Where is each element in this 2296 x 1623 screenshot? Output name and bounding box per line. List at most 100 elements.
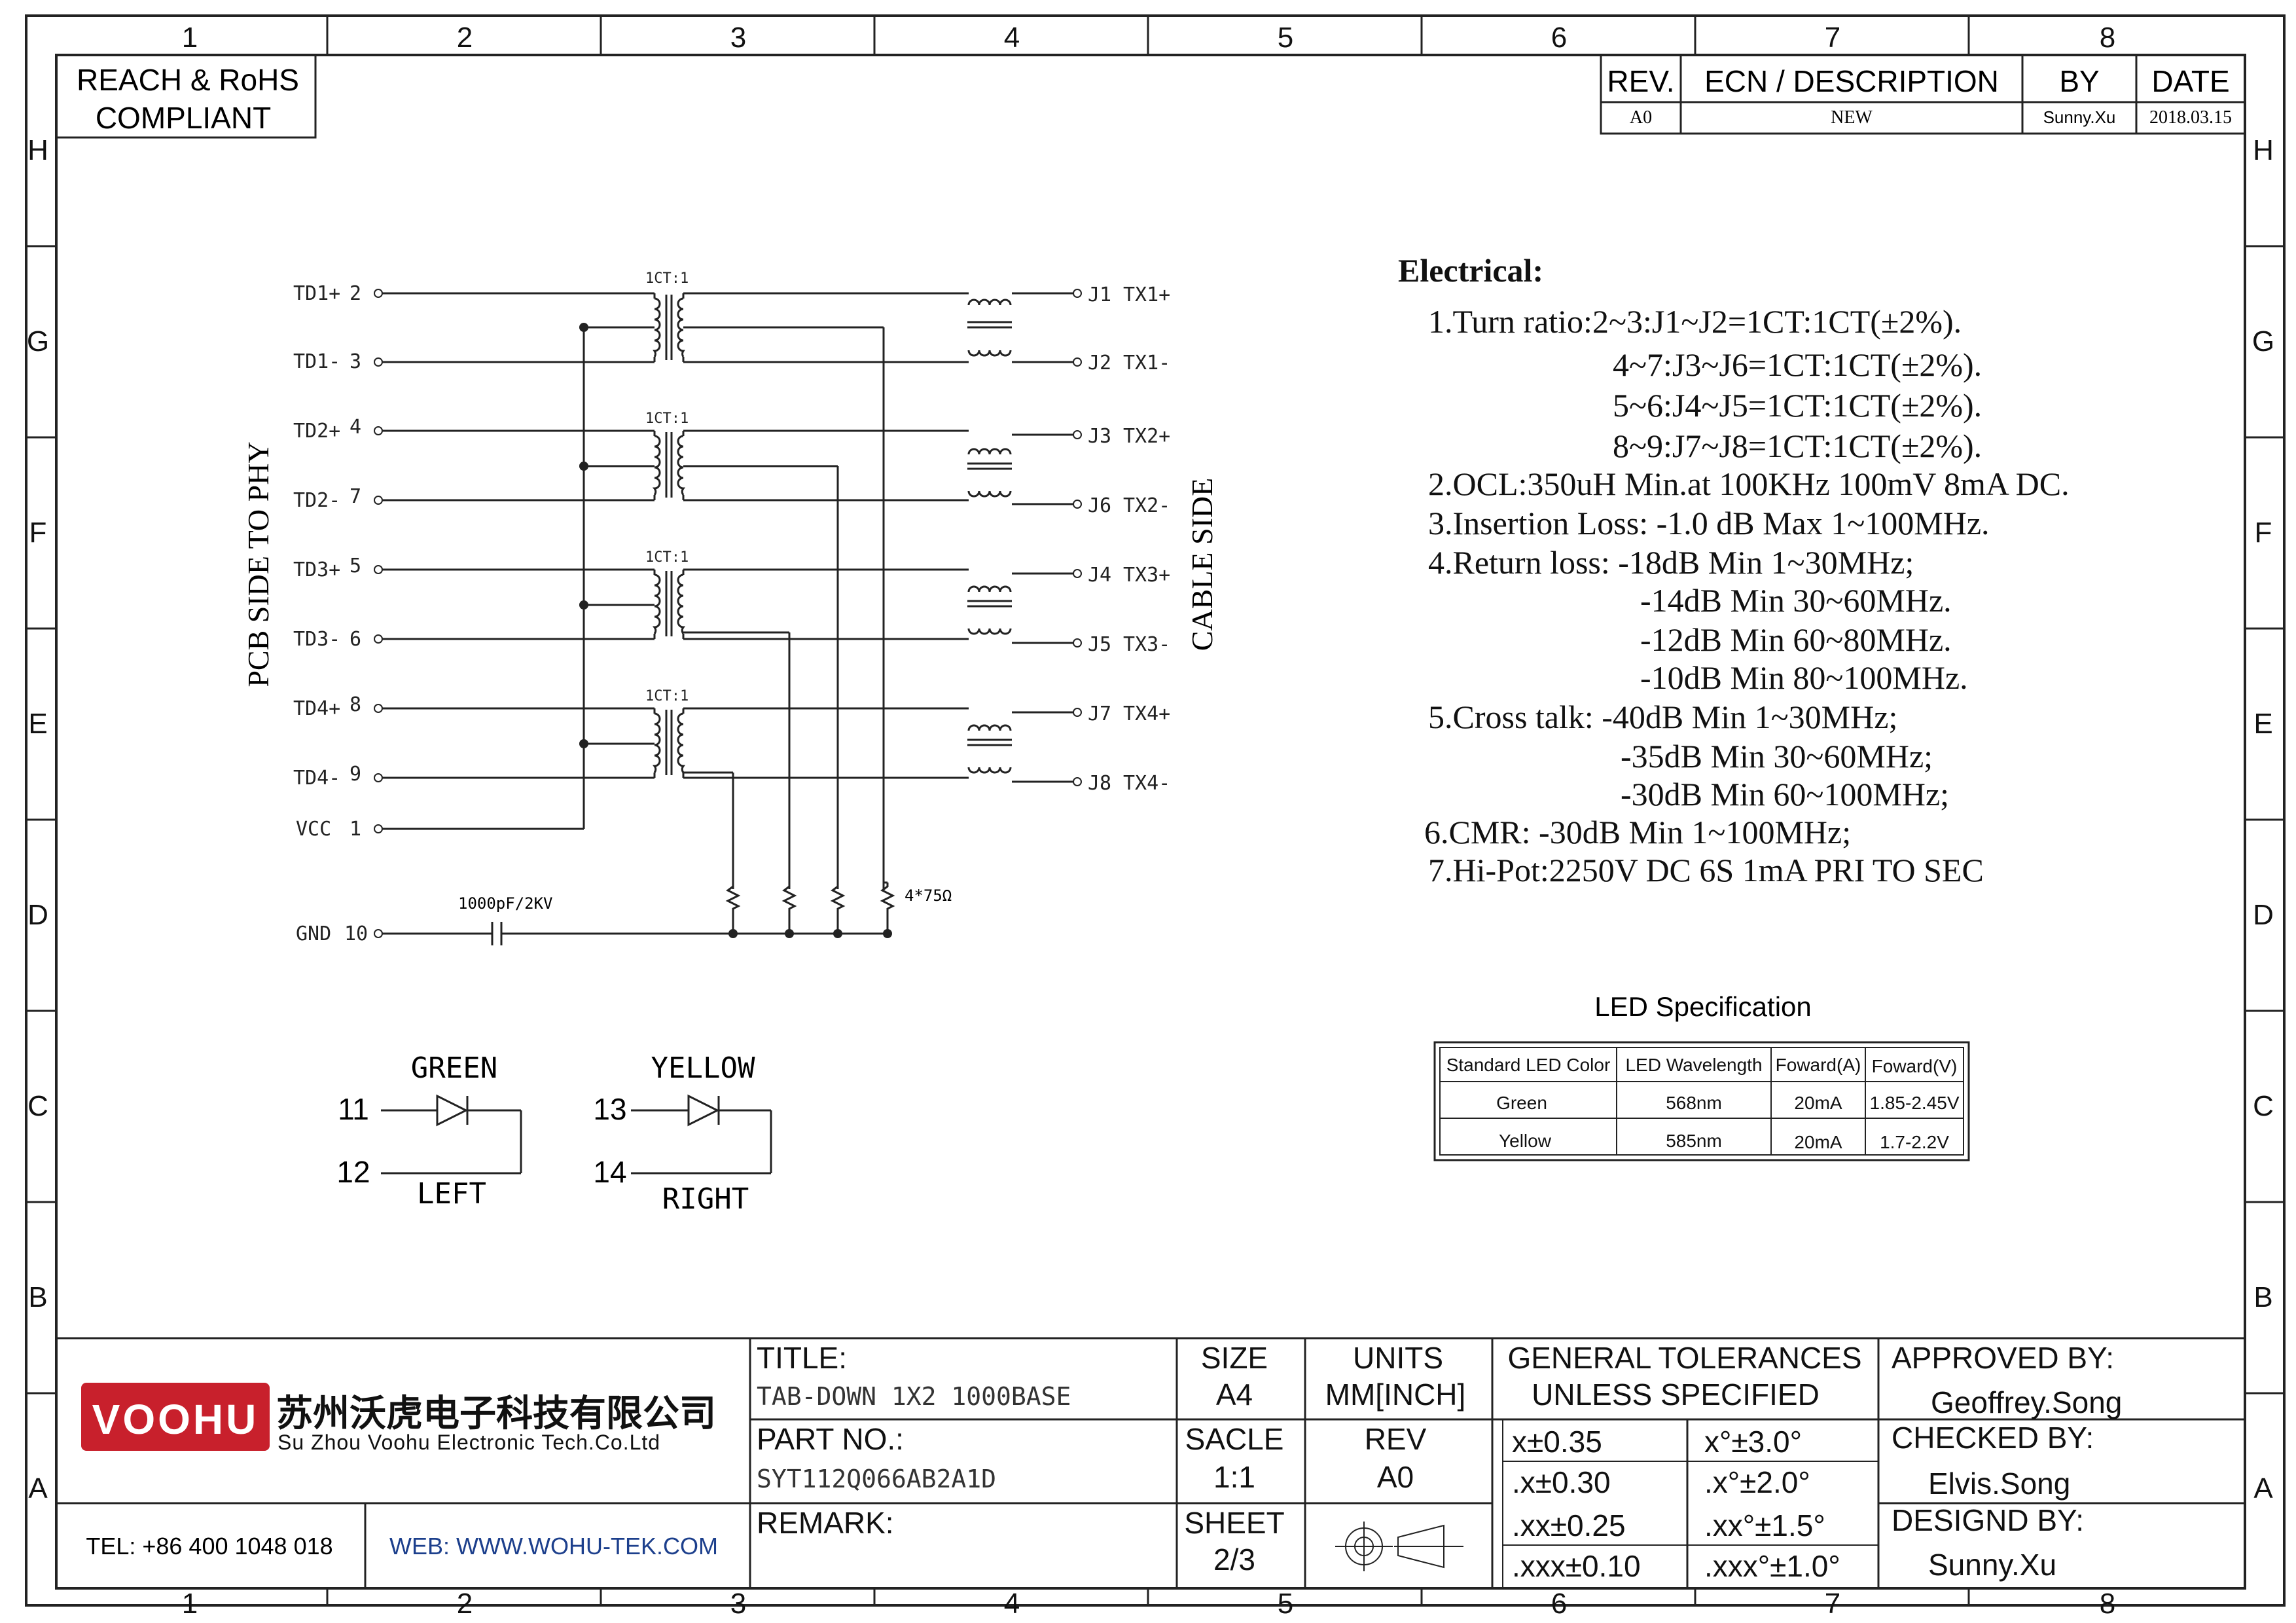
- col-label-bottom: 1: [182, 1588, 198, 1620]
- pin-name-left: TD4+: [293, 697, 340, 720]
- led-spec-cell: Green: [1496, 1093, 1547, 1113]
- spec-line: 7.Hi-Pot:2250V DC 6S 1mA PRI TO SEC: [1428, 852, 1984, 888]
- magnetics-schematic: PCB SIDE TO PHY CABLE SIDE TD1+ 2 TD1- 3…: [242, 270, 1219, 945]
- pin-number-left: 2: [350, 282, 361, 305]
- pin-signal-right: TX2+: [1123, 425, 1170, 448]
- pin-name-left: TD3-: [293, 628, 340, 651]
- transformer-ratio-label: 1CT:1: [645, 549, 689, 566]
- led-color-label: YELLOW: [651, 1051, 755, 1085]
- spec-line: -10dB Min 80~100MHz.: [1640, 659, 1968, 696]
- pin-name-left: TD2+: [293, 420, 340, 443]
- gnd-pin-number: 10: [344, 922, 368, 945]
- spec-line: 4~7:J3~J6=1CT:1CT(±2%).: [1613, 346, 1982, 383]
- pin-name-left: TD4-: [293, 767, 340, 790]
- transformer-ratio-label: 1CT:1: [645, 688, 689, 704]
- capacitor-label: 1000pF/2KV: [458, 894, 553, 913]
- pin-number-left: 7: [350, 485, 361, 508]
- tolerance-linear: .xxx±0.10: [1512, 1549, 1641, 1583]
- pin-signal-right: TX1+: [1123, 283, 1170, 306]
- pin-name-right: J3: [1088, 425, 1111, 448]
- spec-line: 3.Insertion Loss: -1.0 dB Max 1~100MHz.: [1428, 505, 1990, 541]
- sheet-label: SHEET: [1184, 1506, 1284, 1540]
- led-spec-cell: 20mA: [1794, 1093, 1842, 1113]
- row-label-left: E: [28, 708, 47, 740]
- remark-label: REMARK:: [757, 1506, 894, 1540]
- tolerance-subheading: UNLESS SPECIFIED: [1532, 1377, 1820, 1412]
- pin-signal-right: TX1-: [1123, 352, 1170, 374]
- tolerance-linear: x±0.35: [1512, 1425, 1602, 1459]
- col-label-bottom: 7: [1825, 1588, 1840, 1620]
- led-spec-title: LED Specification: [1594, 991, 1812, 1022]
- grid-column-labels: 1 2 3 4 5 6 7 8 1 2 3 4 5 6 7 8: [182, 22, 2115, 1620]
- transformer-ratio-label: 1CT:1: [645, 270, 689, 287]
- title-value: TAB-DOWN 1X2 1000BASE: [757, 1382, 1071, 1411]
- pin-number-left: 6: [350, 628, 361, 651]
- col-label-bottom: 2: [457, 1588, 473, 1620]
- col-label-top: 3: [730, 22, 746, 54]
- pin-signal-right: TX3+: [1123, 564, 1170, 587]
- ecn-value: NEW: [1831, 107, 1873, 128]
- pin-signal-right: TX4-: [1123, 772, 1170, 795]
- row-label-right: C: [2253, 1090, 2274, 1122]
- tolerance-angular: .xx°±1.5°: [1704, 1508, 1825, 1542]
- pin-signal-right: TX3-: [1123, 633, 1170, 656]
- pin-name-right: J7: [1088, 702, 1111, 725]
- pin-number-left: 9: [350, 763, 361, 786]
- part-no-label: PART NO.:: [757, 1422, 904, 1456]
- row-label-right: H: [2253, 134, 2274, 166]
- spec-line: -14dB Min 30~60MHz.: [1640, 582, 1952, 619]
- pin-name-left: TD1+: [293, 282, 340, 305]
- company-name-en: Su Zhou Voohu Electronic Tech.Co.Ltd: [278, 1431, 660, 1454]
- col-label-top: 4: [1004, 22, 1020, 54]
- col-label-top: 6: [1551, 22, 1567, 54]
- led-spec-header: Foward(V): [1872, 1056, 1958, 1076]
- compliance-box: REACH & RoHS COMPLIANT: [55, 54, 317, 139]
- pin-number-left: 1: [350, 818, 361, 841]
- row-label-right: G: [2252, 325, 2274, 357]
- led-spec-cell: Yellow: [1499, 1131, 1552, 1151]
- rev-value: A0: [1377, 1460, 1414, 1494]
- date-value: 2018.03.15: [2149, 107, 2232, 128]
- company-name-cn: 苏州沃虎电子科技有限公司: [276, 1393, 716, 1434]
- row-label-left: H: [27, 134, 48, 166]
- col-label-top: 1: [182, 22, 198, 54]
- tolerance-linear: .xx±0.25: [1512, 1508, 1626, 1542]
- title-label: TITLE:: [757, 1341, 847, 1375]
- led-pin-label: 11: [338, 1092, 369, 1126]
- spec-line: 4.Return loss: -18dB Min 1~30MHz;: [1428, 544, 1914, 581]
- tolerance-heading: GENERAL TOLERANCES: [1507, 1341, 1861, 1375]
- col-label-bottom: 5: [1278, 1588, 1293, 1620]
- row-label-left: F: [29, 517, 47, 549]
- size-value: A4: [1216, 1377, 1253, 1412]
- led-pin-label: 14: [593, 1155, 626, 1189]
- spec-line: 5~6:J4~J5=1CT:1CT(±2%).: [1613, 387, 1982, 424]
- title-block: VOOHU 苏州沃虎电子科技有限公司 Su Zhou Voohu Electro…: [56, 1337, 2245, 1588]
- spec-line: -35dB Min 30~60MHz;: [1621, 738, 1933, 775]
- gnd-pin-name: GND: [296, 922, 331, 945]
- led-spec-cell: 585nm: [1666, 1131, 1722, 1151]
- led-side-label: LEFT: [417, 1177, 486, 1211]
- revision-table: REV. ECN / DESCRIPTION BY DATE A0 NEW Su…: [1600, 54, 2246, 135]
- checked-value: Elvis.Song: [1928, 1467, 2070, 1501]
- led-spec-header: Standard LED Color: [1446, 1055, 1611, 1075]
- company-web: WEB: WWW.WOHU-TEK.COM: [389, 1533, 718, 1559]
- sheet-value: 2/3: [1213, 1542, 1255, 1577]
- tolerance-linear: .x±0.30: [1512, 1465, 1611, 1499]
- led-spec-cell: 1.7-2.2V: [1880, 1132, 1949, 1152]
- led-spec-cell: 1.85-2.45V: [1870, 1093, 1960, 1113]
- led-yellow-right: YELLOW 13 14 RIGHT: [593, 1051, 772, 1216]
- pin-signal-right: TX2-: [1123, 494, 1170, 517]
- row-label-right: D: [2253, 899, 2274, 931]
- transformer-ratio-label: 1CT:1: [645, 410, 689, 427]
- pin-name-right: J5: [1088, 633, 1111, 656]
- spec-line: -12dB Min 60~80MHz.: [1640, 621, 1952, 658]
- pin-name-left: TD1-: [293, 350, 340, 373]
- led-spec-header: LED Wavelength: [1625, 1055, 1762, 1075]
- row-label-right: E: [2253, 708, 2272, 740]
- col-label-top: 8: [2100, 22, 2115, 54]
- by-header: BY: [2059, 64, 2099, 98]
- checked-label: CHECKED BY:: [1892, 1421, 2094, 1455]
- grid-row-labels: H G F E D C B A H G F E D C B A: [27, 134, 2274, 1504]
- logo-text: VOOHU: [92, 1396, 259, 1443]
- pin-name-right: J6: [1088, 494, 1111, 517]
